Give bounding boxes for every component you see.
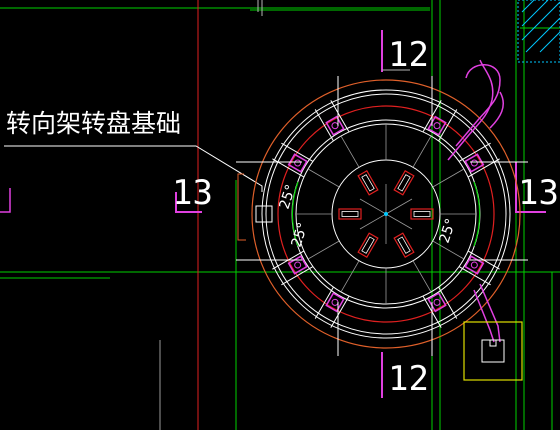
inner-spoke-line	[359, 213, 387, 230]
spoke-line	[340, 260, 360, 293]
center-pad	[357, 232, 379, 259]
section-mark-bottom: 12	[381, 352, 429, 399]
red-ring-circle	[277, 105, 495, 323]
spoke-line	[412, 135, 432, 168]
anchor-bolt	[314, 100, 350, 141]
center-pad	[393, 169, 415, 196]
inner-spoke-line	[385, 213, 413, 230]
angle-label-left-upper: 25°	[277, 183, 300, 212]
svg-text:12: 12	[388, 35, 429, 75]
center-pad	[357, 169, 379, 196]
center-pad	[393, 232, 415, 259]
spoke-line	[307, 240, 340, 260]
anchor-bolts	[272, 100, 500, 328]
center-pads	[338, 169, 434, 259]
spoke-line	[432, 168, 465, 188]
title-label: 转向架转盘基础	[6, 109, 181, 138]
left-square-marker	[255, 205, 273, 223]
outer-white-circle	[261, 89, 511, 339]
section-mark-top: 12	[381, 30, 429, 75]
center-pad	[338, 208, 362, 220]
center-point	[384, 212, 388, 216]
spoke-line	[432, 240, 465, 260]
turntable-foundation: 25° 25° 25°	[236, 76, 528, 356]
angle-label-left-lower: 25°	[289, 221, 312, 250]
svg-text:13: 13	[172, 173, 213, 213]
center-pad	[410, 208, 434, 220]
spoke-line	[340, 135, 360, 168]
inner-spoke-line	[385, 198, 413, 215]
pipe-lower-right	[473, 283, 501, 343]
angle-arc-left	[291, 181, 299, 247]
anchor-bolt	[272, 250, 313, 286]
spoke-line	[412, 260, 432, 293]
radial-spokes	[296, 124, 476, 304]
svg-text:13: 13	[518, 173, 559, 213]
svg-text:12: 12	[388, 359, 429, 399]
left-notch-orange	[237, 173, 246, 241]
spoke-line	[307, 168, 340, 188]
section-mark-right: 13	[515, 162, 559, 213]
section-mark-left: 13	[172, 173, 213, 213]
outer-orange-circle	[251, 79, 521, 349]
angle-arc-right	[473, 181, 481, 247]
title-leader-line	[4, 145, 263, 192]
inner-spoke-line	[359, 198, 387, 215]
angle-label-right: 25°	[437, 217, 460, 246]
magenta-bracket-left	[0, 188, 11, 213]
outer-white-circle-2	[265, 93, 507, 335]
yellow-pit-box	[463, 321, 523, 381]
hatched-block	[517, 0, 560, 63]
pipe-upper-right	[447, 59, 504, 161]
